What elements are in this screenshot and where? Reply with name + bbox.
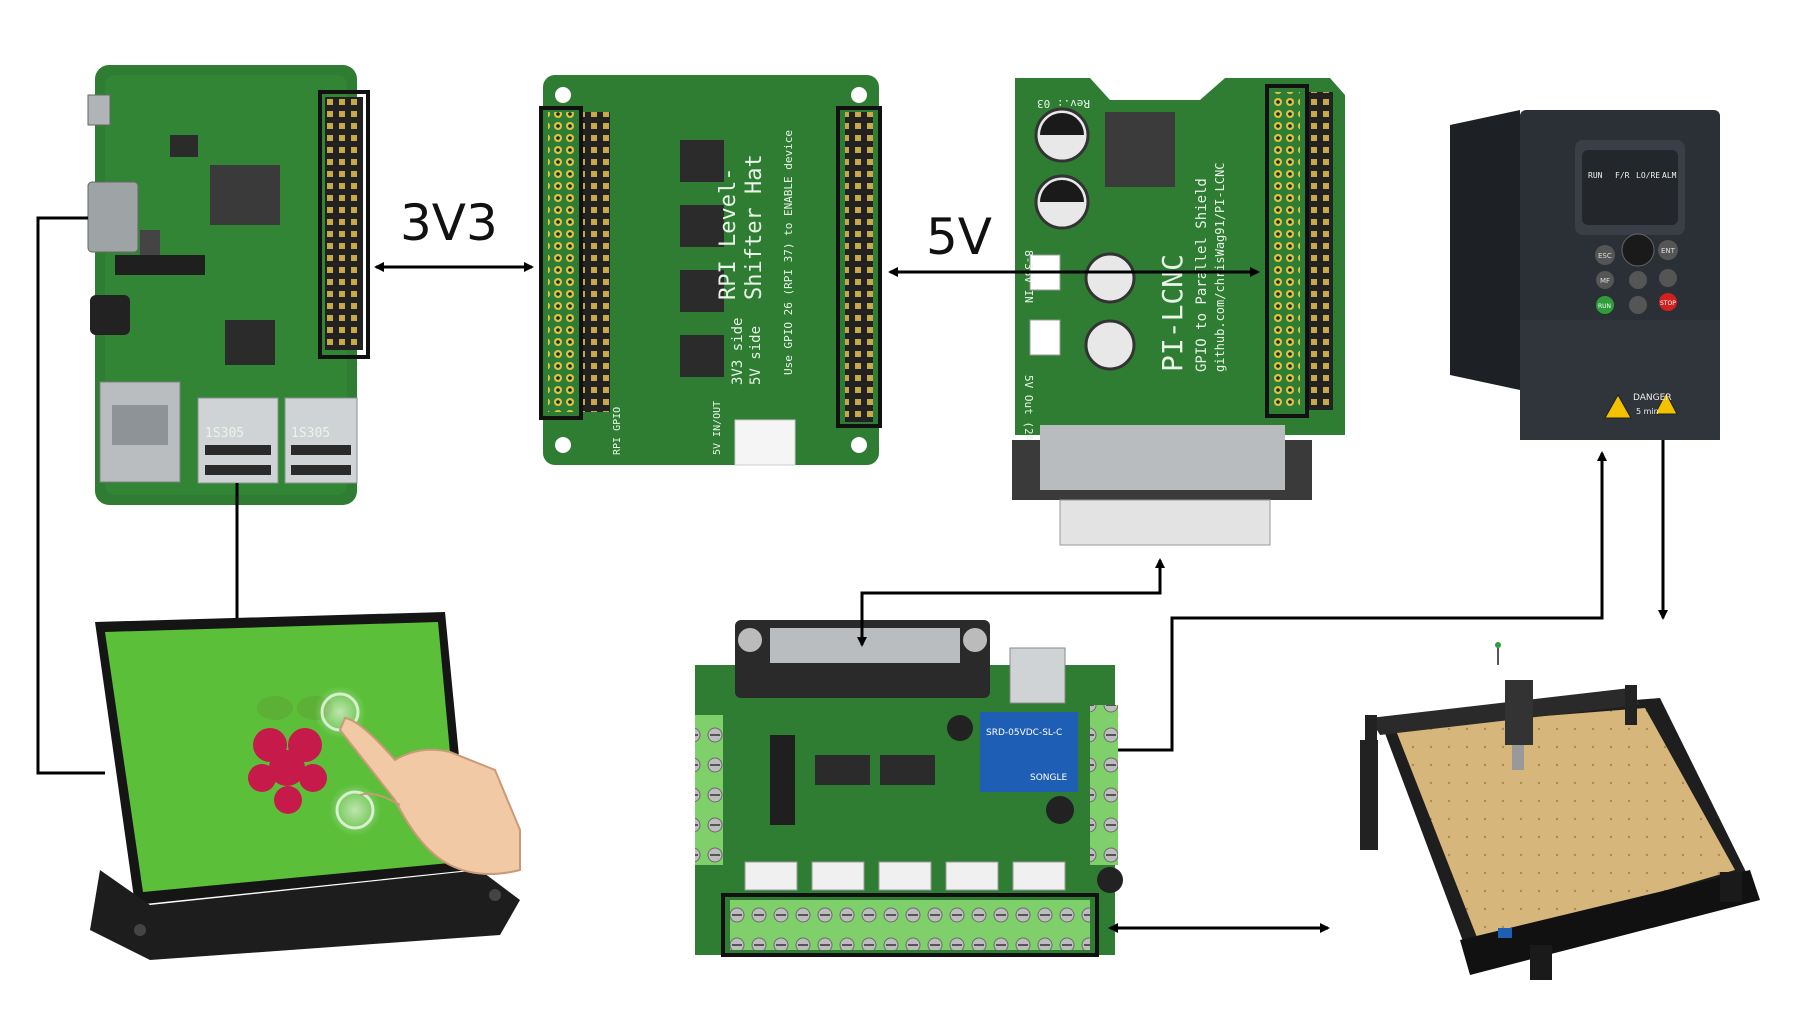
- vfd-led-run: RUN: [1588, 171, 1603, 180]
- usb-label-2: 1S305: [291, 426, 330, 441]
- shield-url: github.com/chrisWag91/PI-LCNC: [1213, 162, 1227, 372]
- vfd-led-fr: F/R: [1615, 171, 1630, 180]
- cnc-router: [1360, 642, 1760, 980]
- vfd-led-alm: ALM: [1662, 171, 1677, 180]
- vfd-run-key: [1596, 296, 1614, 314]
- vfd-ent-key: [1658, 240, 1678, 260]
- shield-rev: Rev.: 03: [1037, 97, 1090, 110]
- vfd-esc-label: ESC: [1598, 252, 1612, 260]
- touchscreen-display: [90, 612, 521, 960]
- label-3v3: 3V3: [400, 194, 498, 252]
- usb-label-1: 1S305: [205, 426, 244, 441]
- cnc-bed: [1395, 708, 1735, 945]
- vfd-stop-key: [1659, 293, 1677, 311]
- hdmi-port: [87, 181, 139, 253]
- arrow-shield-to-breakout: [857, 558, 1165, 647]
- vfd-inverter: RUN F/R LO/RE ALM ESC ENT MF RUN STOP DA…: [1450, 110, 1720, 440]
- levelshifter-5v-side: 5V side: [748, 326, 764, 385]
- shield-power-in: 8-35V IN: [1022, 250, 1035, 303]
- pi-lcnc-parallel-shield: PI-LCNC GPIO to Parallel Shield github.c…: [1012, 78, 1345, 546]
- breakout-terminal-highlight-box: [721, 893, 1099, 957]
- pi-gpio-header: [325, 97, 363, 350]
- vfd-led-lore: LO/RE: [1636, 171, 1660, 180]
- shield-subtitle: GPIO to Parallel Shield: [1194, 178, 1210, 372]
- wiring: [36, 216, 1668, 933]
- shield-power-out: 5V Out (2A): [1022, 375, 1035, 448]
- arrow-breakout-to-vfd: [1118, 451, 1607, 752]
- vfd-danger: DANGER: [1633, 393, 1672, 403]
- vfd-stop-label: STOP: [1660, 300, 1676, 307]
- vfd-dial: [1621, 233, 1655, 267]
- levelshifter-title-2: Shifter Hat: [742, 154, 767, 300]
- level-shifter-hat: RPI Level- Shifter Hat Use GPIO 26 (RPI …: [539, 75, 882, 466]
- soc-chip: [210, 165, 280, 225]
- levelshifter-foot-b: 5V IN/OUT: [712, 401, 723, 455]
- levelshifter-5v-header-box: [836, 106, 882, 428]
- hand-icon: [338, 716, 521, 875]
- levelshifter-title: RPI Level-: [716, 168, 741, 300]
- levelshifter-3v3-header-box: [539, 106, 583, 420]
- shield-header-box: [1265, 84, 1309, 418]
- wire-pi-hdmi-to-display: [36, 216, 105, 775]
- relay-label: SRD-05VDC-SL-C: [986, 728, 1062, 738]
- vfd-ent-label: ENT: [1661, 247, 1676, 255]
- relay: [980, 712, 1078, 792]
- pi-gpio-highlight-box: [318, 90, 370, 359]
- vfd-mf-label: MF: [1600, 277, 1610, 285]
- breakout-board: SRD-05VDC-SL-C SONGLE: [695, 620, 1123, 957]
- vfd-esc-key: [1595, 245, 1615, 265]
- vfd-run-label: RUN: [1598, 303, 1611, 310]
- vfd-mf-key: [1596, 271, 1614, 289]
- levelshifter-3v3-side: 3V3 side: [730, 318, 746, 385]
- levelshifter-foot-a: RPI GPIO: [612, 407, 623, 455]
- raspberry-pi-board: 1S305 1S305: [87, 65, 370, 505]
- levelshifter-note: Use GPIO 26 (RPI 37) to ENABLE device: [782, 130, 795, 375]
- vfd-minutes: 5 min: [1636, 407, 1659, 416]
- warning-icon-2: [1654, 391, 1678, 415]
- label-5v: 5V: [926, 208, 993, 266]
- cnc-spindle: [1505, 680, 1533, 745]
- warning-icon: [1604, 393, 1632, 419]
- relay-brand: SONGLE: [1030, 773, 1068, 783]
